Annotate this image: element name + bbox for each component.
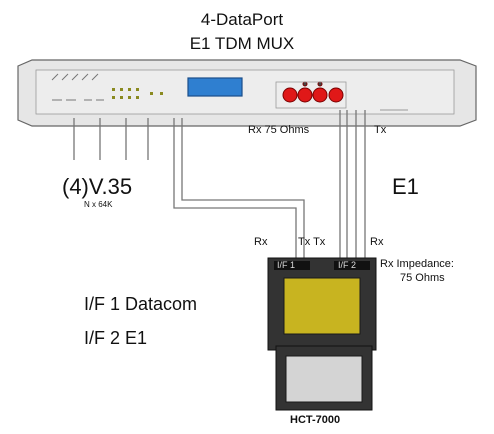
label-tx-top: Tx: [374, 124, 387, 136]
label-rx-impedance-value: 75 Ohms: [400, 272, 445, 284]
device-screen: [283, 277, 361, 335]
device-name: HCT-7000: [290, 414, 341, 426]
legend-line-2: I/F 2 E1: [84, 328, 148, 348]
device-if1-port: [274, 261, 310, 270]
mux-display: [187, 77, 243, 97]
label-rx-right: Rx: [370, 236, 384, 248]
mux-e1-port-frame: [275, 81, 347, 109]
label-v35: (4)V.35: [62, 174, 133, 199]
v35-cables: [73, 118, 149, 160]
label-e1: E1: [392, 174, 419, 199]
mux-e1-connectors: [282, 81, 344, 103]
title-line-1: 4-DataPort: [200, 10, 284, 29]
label-v35-sub: N x 64K: [84, 200, 113, 209]
label-rx-impedance: Rx Impedance:: [380, 258, 454, 270]
datacom-cable: [173, 118, 305, 258]
legend-line-1: I/F 1 Datacom: [84, 294, 198, 314]
device-if2-label: I/F 2: [338, 260, 357, 270]
label-tx-tx: Tx Tx: [298, 236, 326, 248]
e1-cables: [339, 110, 366, 258]
device-if1-label: I/F 1: [277, 260, 296, 270]
mux-front-panel: [35, 69, 455, 115]
mux-panel-marks: [51, 73, 104, 101]
device-if2-port: [334, 261, 370, 270]
device-keypad: [285, 355, 363, 403]
mux-status-leds: [112, 88, 163, 99]
title-line-2: E1 TDM MUX: [189, 34, 295, 53]
label-rx-left: Rx: [254, 236, 268, 248]
label-rx-75-ohms: Rx 75 Ohms: [248, 124, 310, 136]
